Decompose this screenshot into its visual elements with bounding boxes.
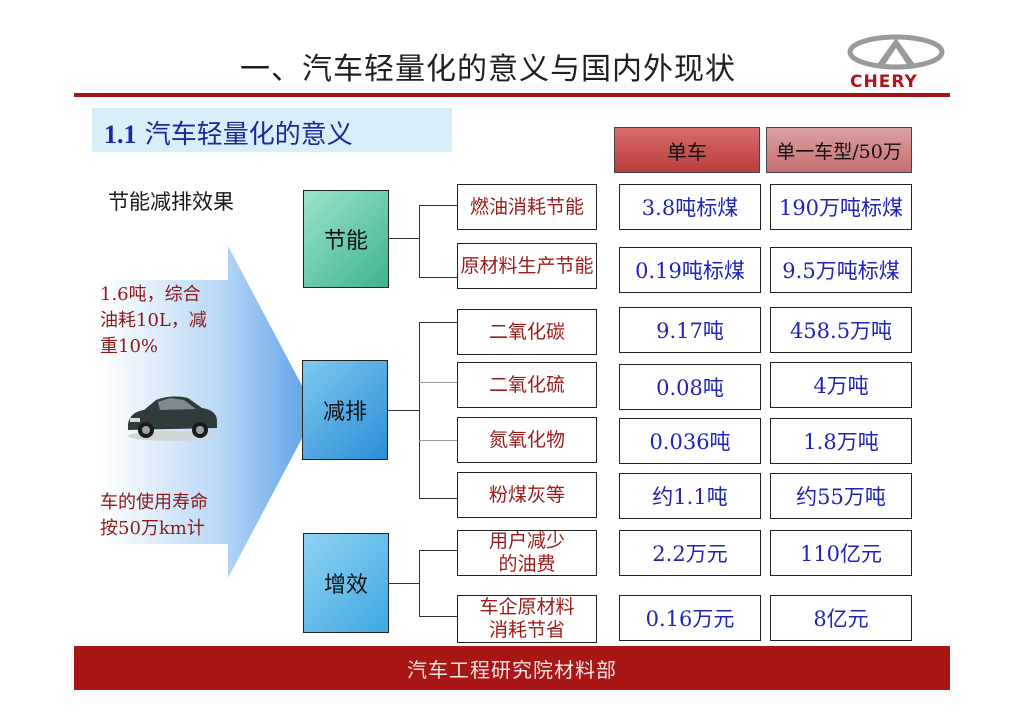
- category-emission-reduction: 减排: [302, 360, 388, 460]
- connector-line: [419, 277, 457, 278]
- item-line: 的油费: [498, 553, 555, 576]
- connector-line: [419, 498, 457, 499]
- value-model: 458.5万吨: [770, 307, 912, 353]
- section-title: 1.1 汽车轻量化的意义: [104, 114, 353, 151]
- lifespan-note: 车的使用寿命 按50万km计: [100, 490, 208, 542]
- note-line: 油耗10L，减: [100, 308, 207, 334]
- note-line: 车的使用寿命: [100, 490, 208, 516]
- connector-line: [389, 583, 419, 584]
- value-single: 0.16万元: [619, 595, 761, 641]
- value-single: 0.19吨标煤: [619, 247, 761, 293]
- item-fuel-saving: 燃油消耗节能: [457, 184, 597, 230]
- connector-line: [388, 410, 419, 411]
- column-header-model: 单一车型/50万: [766, 127, 912, 173]
- value-single: 9.17吨: [619, 307, 761, 353]
- chery-logo-icon: [840, 32, 952, 72]
- item-line: 车企原材料: [479, 596, 574, 619]
- value-model: 4万吨: [770, 362, 912, 408]
- connector-line: [419, 616, 457, 617]
- category-efficiency: 增效: [303, 533, 389, 633]
- item-nox: 氮氧化物: [457, 417, 597, 463]
- value-model: 190万吨标煤: [770, 184, 912, 230]
- item-line: 消耗节省: [489, 619, 565, 642]
- connector-line: [389, 238, 419, 239]
- item-line: 用户减少: [489, 530, 565, 553]
- note-line: 1.6吨，综合: [100, 282, 207, 308]
- value-model: 110亿元: [770, 530, 912, 576]
- value-model: 1.8万吨: [770, 418, 912, 464]
- connector-line: [419, 205, 457, 206]
- item-co2: 二氧化碳: [457, 309, 597, 355]
- section-title-text: 汽车轻量化的意义: [145, 120, 353, 150]
- connector-line: [419, 382, 457, 383]
- category-energy-saving: 节能: [303, 190, 389, 288]
- effect-label: 节能减排效果: [108, 186, 234, 216]
- item-fly-ash: 粉煤灰等: [457, 472, 597, 518]
- item-material-savings: 车企原材料 消耗节省: [457, 595, 597, 643]
- connector-line: [419, 550, 420, 616]
- page-title: 一、汽车轻量化的意义与国内外现状: [240, 44, 736, 88]
- value-model: 8亿元: [770, 595, 912, 641]
- item-material-energy: 原材料生产节能: [457, 243, 597, 289]
- footer-text: 汽车工程研究院材料部: [407, 654, 617, 683]
- value-model: 9.5万吨标煤: [770, 247, 912, 293]
- connector-line: [419, 322, 420, 498]
- logo-text: CHERY: [850, 72, 918, 92]
- connector-line: [419, 440, 457, 441]
- connector-line: [419, 322, 457, 323]
- connector-line: [419, 205, 420, 277]
- value-single: 0.036吨: [619, 418, 761, 464]
- section-number: 1.1: [104, 120, 137, 149]
- item-so2: 二氧化硫: [457, 362, 597, 408]
- value-model: 约55万吨: [770, 473, 912, 519]
- item-user-fuel-savings: 用户减少 的油费: [457, 530, 597, 576]
- value-single: 0.08吨: [619, 364, 761, 410]
- value-single: 2.2万元: [619, 530, 761, 576]
- section-header: 1.1 汽车轻量化的意义: [92, 108, 452, 152]
- value-single: 约1.1吨: [619, 473, 761, 519]
- column-header-single: 单车: [614, 127, 760, 173]
- connector-line: [419, 550, 457, 551]
- note-line: 按50万km计: [100, 516, 208, 542]
- title-divider: [74, 93, 950, 97]
- value-single: 3.8吨标煤: [619, 184, 761, 230]
- car-image: [122, 380, 222, 444]
- note-line: 重10%: [100, 334, 207, 360]
- footer-bar: 汽车工程研究院材料部: [74, 646, 950, 690]
- chery-logo: CHERY: [840, 32, 952, 92]
- vehicle-spec-note: 1.6吨，综合 油耗10L，减 重10%: [100, 282, 207, 360]
